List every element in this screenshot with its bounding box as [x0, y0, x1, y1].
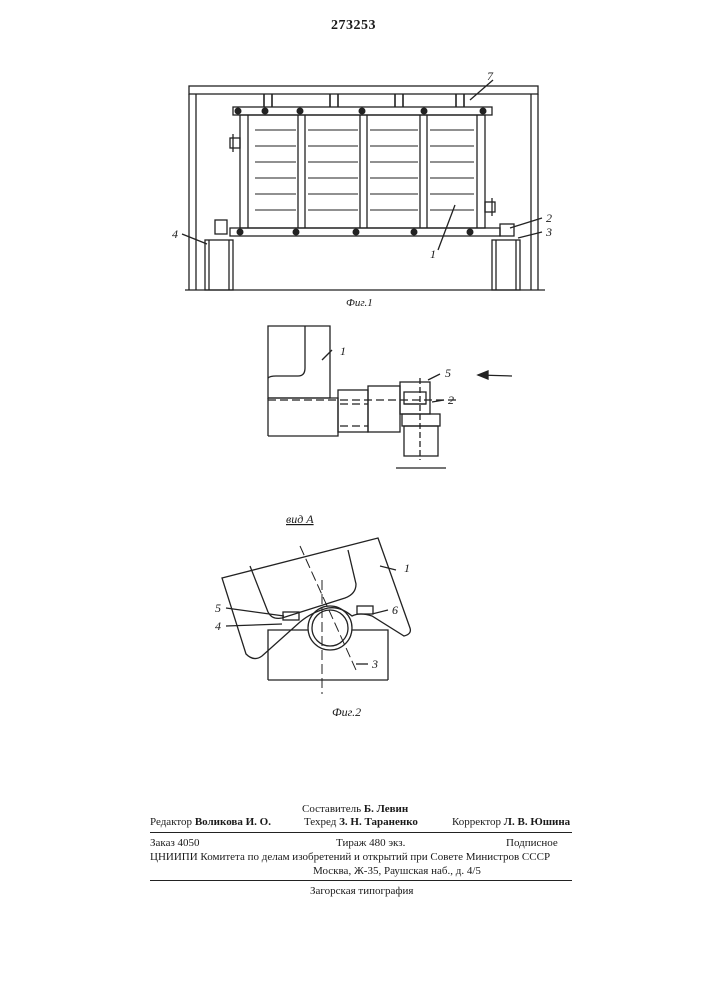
detail-label-2: 2 [448, 393, 454, 407]
corrector-name: Л. В. Юшина [504, 816, 570, 828]
fig2-label-5: 5 [215, 601, 221, 615]
fig1-label-7: 7 [487, 69, 494, 83]
fig1-label-4: 4 [172, 227, 178, 241]
print-run: Тираж 480 экз. [336, 838, 405, 849]
org-line: ЦНИИПИ Комитета по делам изобретений и о… [150, 852, 550, 863]
figure-2-drawing: вид А 1 5 4 6 3 Фиг.2 [0, 500, 707, 730]
fig1-label-2: 2 [546, 211, 552, 225]
fig1-label-1: 1 [430, 247, 436, 261]
fig1-label-3: 3 [545, 225, 552, 239]
fig2-label-6: 6 [392, 603, 398, 617]
fig1-caption: Фиг.1 [346, 297, 373, 309]
fig2-view-label: вид А [286, 512, 314, 526]
editor-name: Воликова И. О. [195, 816, 271, 828]
fig2-label-3: 3 [371, 657, 378, 671]
techred-label: Техред [304, 816, 336, 828]
fig2-caption: Фиг.2 [332, 705, 361, 719]
detail-label-1: 1 [340, 344, 346, 358]
compiler-label: Составитель [302, 803, 361, 815]
subscription: Подписное [506, 838, 558, 849]
corrector-label: Корректор [452, 816, 501, 828]
fig2-label-4: 4 [215, 619, 221, 633]
detail-figure-drawing: 1 5 2 [0, 320, 707, 480]
address-line: Москва, Ж-35, Раушская наб., д. 4/5 [313, 866, 481, 877]
printer-line: Загорская типография [310, 886, 413, 897]
figure-1-drawing: 7 1 2 3 4 Фиг.1 [0, 0, 707, 320]
colophon-rule-top [150, 832, 572, 833]
editor-label: Редактор [150, 816, 192, 828]
fig2-label-1: 1 [404, 561, 410, 575]
order-number: Заказ 4050 [150, 838, 200, 849]
detail-label-5: 5 [445, 366, 451, 380]
colophon-rule-bottom [150, 880, 572, 881]
compiler-name: Б. Левин [364, 803, 408, 815]
techred-name: З. Н. Тараненко [339, 816, 418, 828]
